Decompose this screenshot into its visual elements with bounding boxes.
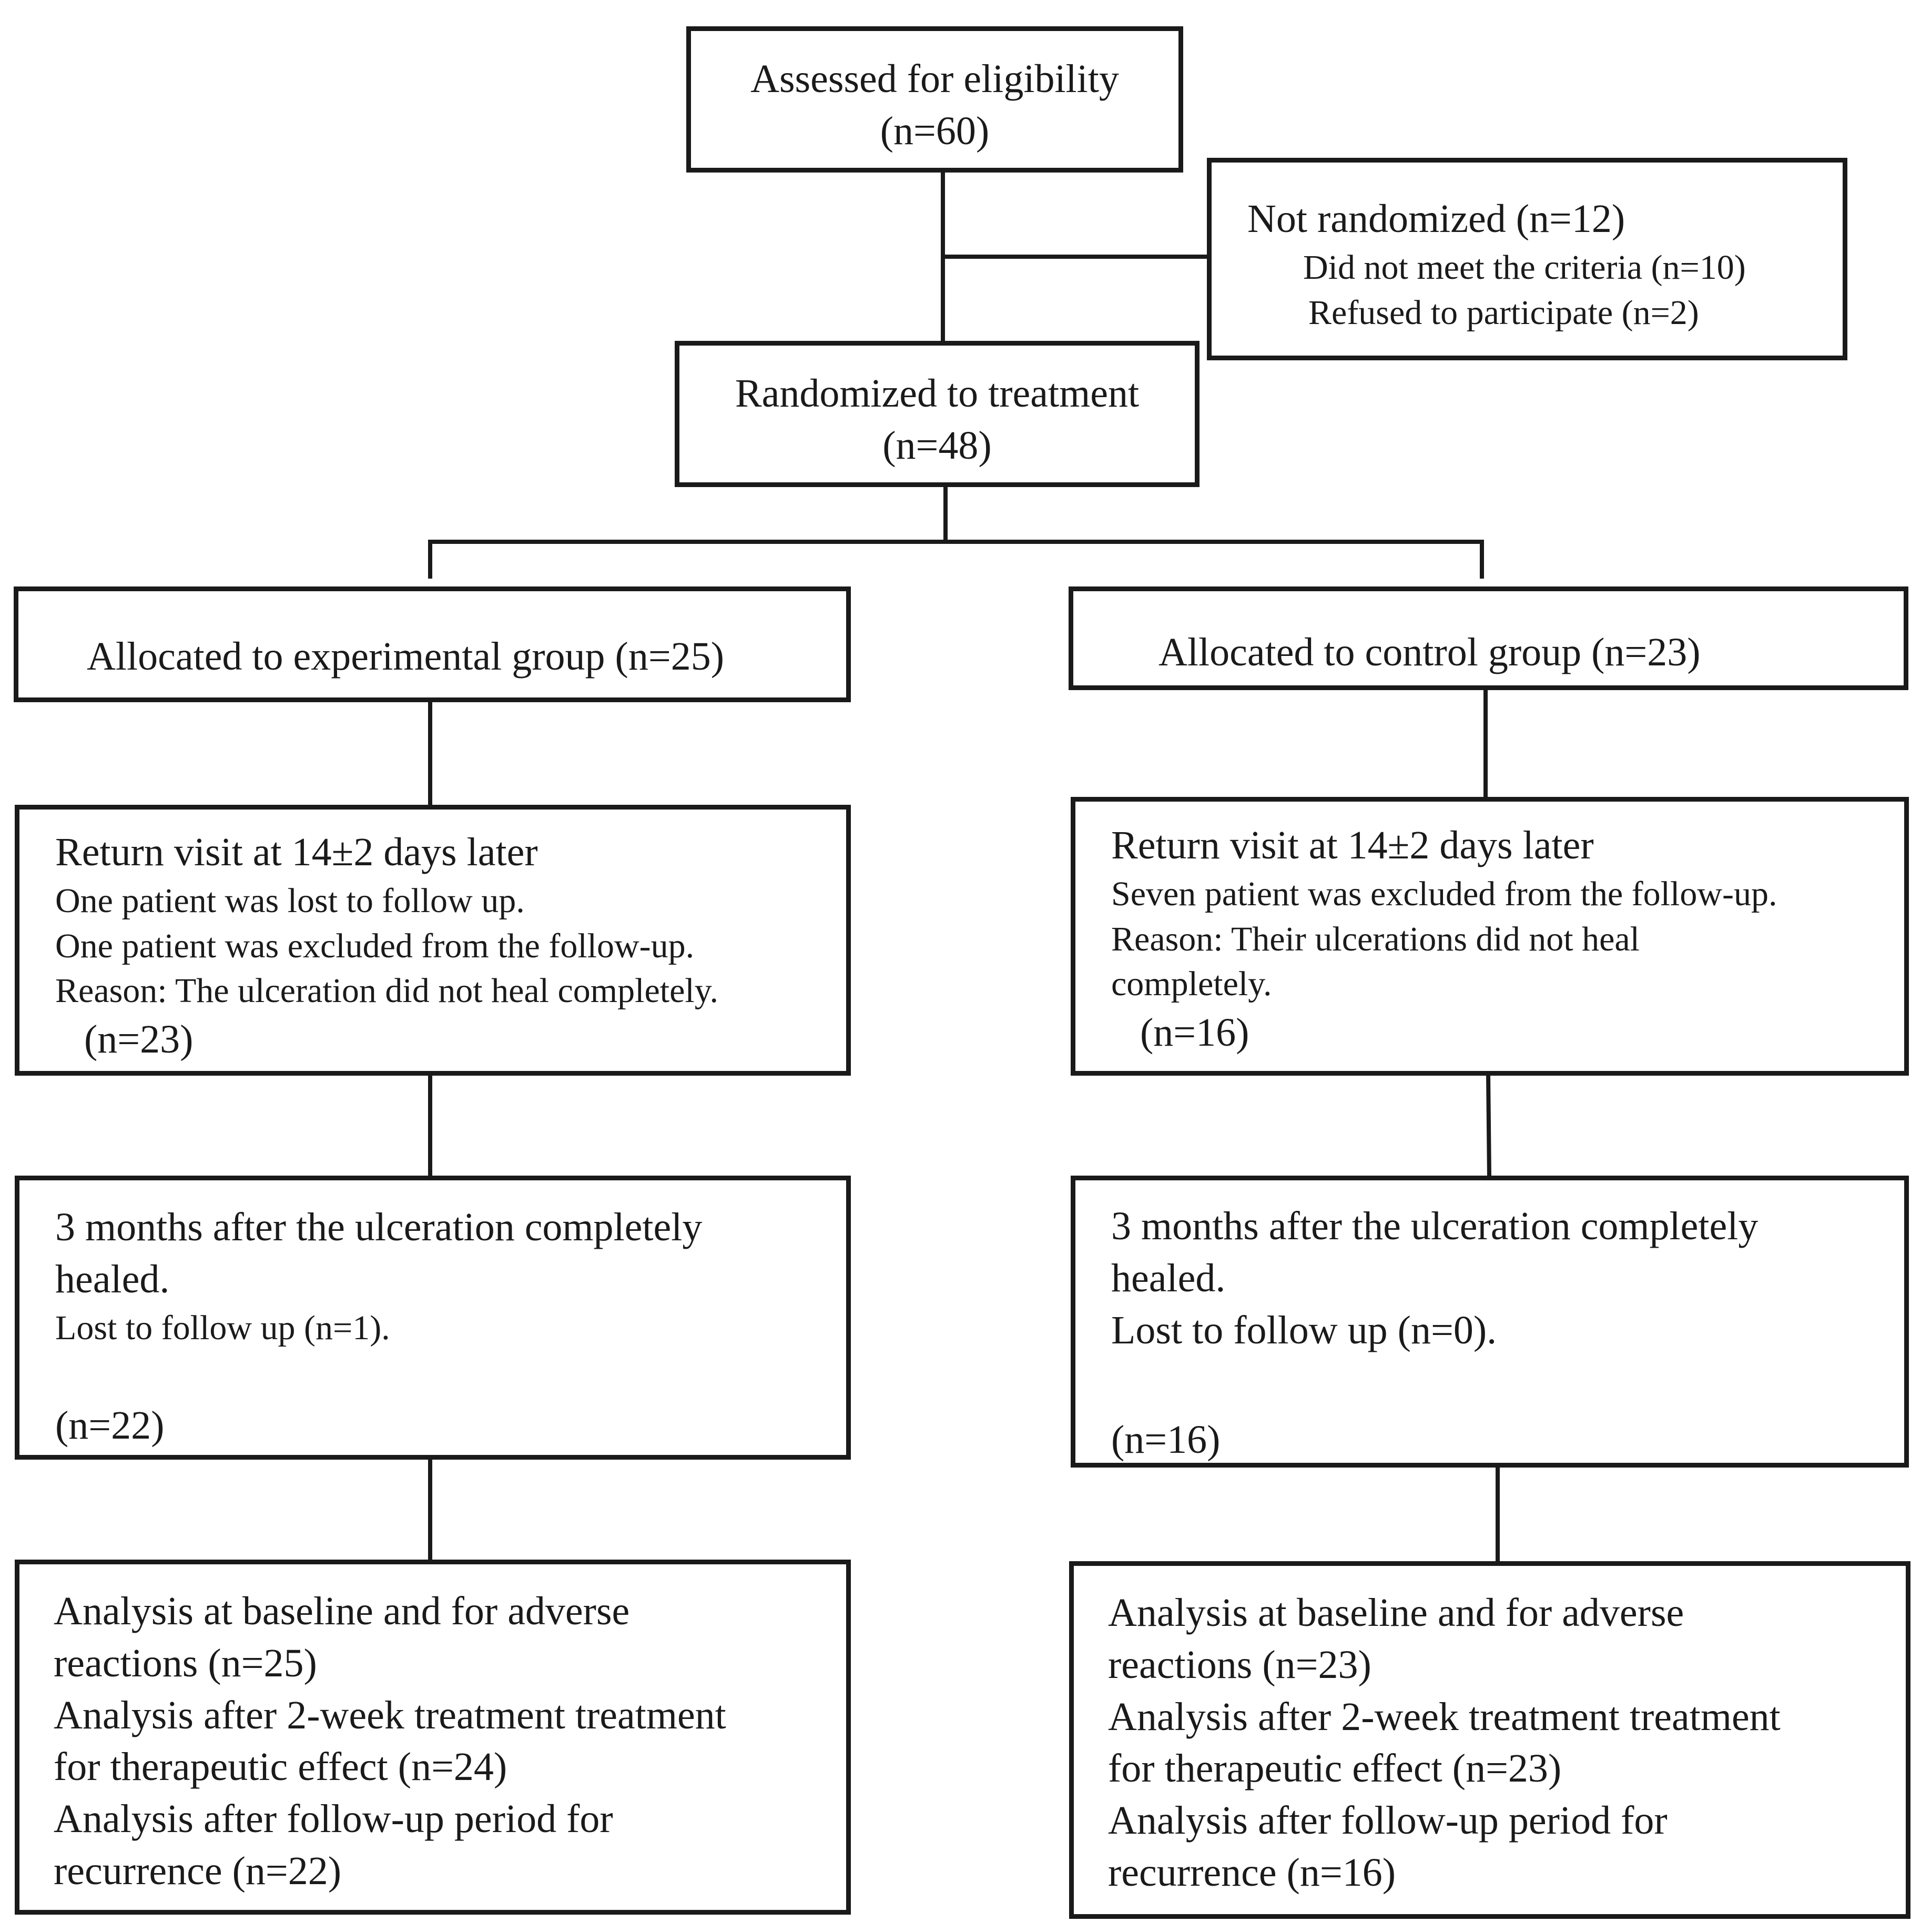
assessed-title: Assessed for eligibility [750, 57, 1119, 101]
control-return-line: Reason: Their ulcerations did not heal [1111, 919, 1640, 958]
control-return-line: Seven patient was excluded from the foll… [1111, 874, 1777, 913]
experimental-3m-count: (n=22) [55, 1403, 165, 1448]
connector-split [428, 540, 1484, 579]
control-3m-title-cont: healed. [1111, 1256, 1226, 1300]
control-3m-count: (n=16) [1111, 1418, 1221, 1462]
experimental-3m-title-cont: healed. [55, 1257, 170, 1301]
experimental-return-title: Return visit at 14±2 days later [55, 830, 538, 874]
experimental-allocation-label: Allocated to experimental group (n=25) [87, 634, 725, 679]
not-randomized-reason: Did not meet the criteria (n=10) [1303, 248, 1746, 287]
experimental-analysis-line: Analysis at baseline and for adverse [54, 1589, 630, 1633]
control-allocation-label: Allocated to control group (n=23) [1158, 630, 1701, 674]
randomized-title: Randomized to treatment [735, 371, 1140, 416]
experimental-3m-lost: Lost to follow up (n=1). [55, 1308, 390, 1347]
not-randomized-reason: Refused to participate (n=2) [1308, 293, 1699, 332]
experimental-analysis-line: reactions (n=25) [54, 1641, 317, 1685]
not-randomized-box: Not randomized (n=12) Did not meet the c… [1207, 158, 1847, 360]
control-return-line: completely. [1111, 965, 1272, 1004]
control-allocation-box: Allocated to control group (n=23) [1069, 586, 1908, 690]
assessed-count: (n=60) [880, 108, 990, 153]
control-return-visit-box: Return visit at 14±2 days later Seven pa… [1071, 797, 1909, 1076]
experimental-return-line: One patient was excluded from the follow… [55, 926, 695, 965]
connector-ctl-return-to-3m [1486, 1074, 1491, 1178]
control-3m-title: 3 months after the ulceration completely [1111, 1204, 1759, 1248]
not-randomized-title: Not randomized (n=12) [1247, 197, 1625, 241]
control-analysis-line: for therapeutic effect (n=23) [1108, 1746, 1562, 1791]
experimental-return-line: One patient was lost to follow up. [55, 881, 525, 920]
experimental-analysis-box: Analysis at baseline and for adverse rea… [15, 1560, 851, 1915]
control-return-title: Return visit at 14±2 days later [1111, 823, 1594, 867]
experimental-3m-title: 3 months after the ulceration completely [55, 1205, 703, 1249]
control-analysis-box: Analysis at baseline and for adverse rea… [1069, 1561, 1910, 1919]
control-analysis-line: recurrence (n=16) [1108, 1850, 1396, 1895]
assessed-eligibility-box: Assessed for eligibility (n=60) [686, 26, 1183, 173]
experimental-three-month-box: 3 months after the ulceration completely… [15, 1176, 851, 1460]
experimental-analysis-line: for therapeutic effect (n=24) [54, 1745, 507, 1789]
experimental-return-count: (n=23) [84, 1017, 194, 1062]
randomized-count: (n=48) [882, 423, 992, 468]
control-analysis-line: Analysis at baseline and for adverse [1108, 1591, 1684, 1635]
control-3m-lost: Lost to follow up (n=0). [1111, 1308, 1497, 1352]
control-three-month-box: 3 months after the ulceration completely… [1071, 1176, 1909, 1468]
experimental-return-visit-box: Return visit at 14±2 days later One pati… [15, 805, 851, 1076]
control-analysis-line: Analysis after follow-up period for [1108, 1798, 1668, 1843]
experimental-allocation-box: Allocated to experimental group (n=25) [14, 586, 851, 702]
experimental-analysis-line: Analysis after follow-up period for [54, 1797, 613, 1842]
randomized-box: Randomized to treatment (n=48) [675, 341, 1200, 487]
control-return-count: (n=16) [1140, 1010, 1249, 1055]
control-analysis-line: reactions (n=23) [1108, 1642, 1371, 1687]
experimental-analysis-line: Analysis after 2-week treatment treatmen… [54, 1693, 726, 1737]
control-analysis-line: Analysis after 2-week treatment treatmen… [1108, 1694, 1781, 1739]
experimental-analysis-line: recurrence (n=22) [54, 1848, 342, 1893]
experimental-return-line: Reason: The ulceration did not heal comp… [55, 972, 718, 1010]
